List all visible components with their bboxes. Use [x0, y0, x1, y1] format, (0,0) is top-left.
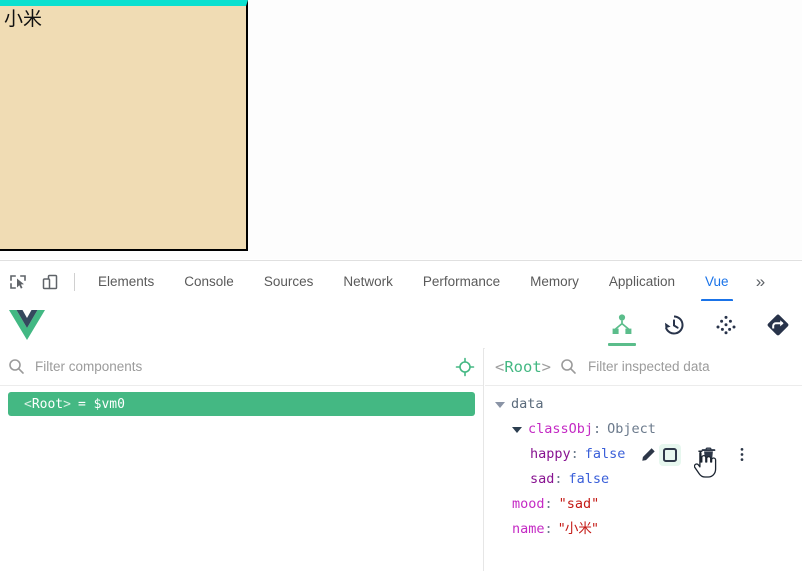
vue-logo [9, 308, 45, 341]
inspected-component-name: <Root> [495, 358, 551, 376]
component-name: Root [31, 396, 64, 412]
tab-network[interactable]: Network [328, 262, 408, 302]
tab-label: Memory [530, 274, 579, 289]
devtools-tabstrip: Elements Console Sources Network Perform… [0, 260, 802, 303]
delete-trash-icon[interactable] [697, 444, 719, 466]
crosshair-target-icon[interactable] [455, 357, 475, 377]
toolbar-divider [74, 272, 75, 291]
timeline-history-icon[interactable] [654, 302, 694, 347]
edit-pencil-icon[interactable] [637, 444, 659, 466]
data-value: Object [607, 421, 656, 437]
routing-diamond-icon[interactable] [758, 302, 798, 347]
row-actions [637, 443, 753, 466]
data-row-happy[interactable]: happy: false [485, 442, 802, 467]
components-tab-icon[interactable] [602, 302, 642, 347]
tab-console[interactable]: Console [169, 262, 249, 302]
styled-content-box: 小米 [0, 0, 248, 251]
key-separator: : [593, 421, 602, 437]
tab-memory[interactable]: Memory [515, 262, 594, 302]
inspect-element-icon[interactable] [4, 268, 32, 296]
bracket-close: > [63, 396, 71, 412]
data-key: name [512, 521, 545, 537]
inspector-pane: <Root> data classObj: Object [485, 348, 802, 571]
tab-label: Sources [263, 274, 314, 289]
tab-label: Application [608, 274, 675, 289]
more-tabs-icon[interactable]: » [755, 271, 766, 291]
inspector-search-input[interactable] [586, 358, 794, 375]
bracket-open: < [24, 396, 32, 412]
data-value: false [568, 471, 610, 487]
vue-devtools-header [0, 301, 802, 349]
key-separator: : [554, 471, 563, 487]
section-label: data [511, 396, 544, 412]
more-vertical-icon[interactable] [731, 444, 753, 466]
tab-label: Vue [704, 274, 729, 289]
tab-sources[interactable]: Sources [249, 262, 329, 302]
tab-label: Performance [422, 274, 501, 289]
search-icon [560, 358, 577, 375]
bracket-close: > [541, 357, 552, 376]
tab-label: Network [343, 274, 393, 289]
key-separator: : [570, 446, 579, 462]
key-separator: : [544, 521, 553, 537]
components-pane: <Root> = $vm0 [0, 348, 484, 571]
tab-performance[interactable]: Performance [408, 262, 515, 302]
data-value: "小米" [558, 521, 599, 537]
inspected-data-tree: data classObj: Object happy: false [485, 386, 802, 542]
tab-vue[interactable]: Vue [690, 262, 744, 302]
tab-elements[interactable]: Elements [83, 262, 169, 302]
box-text: 小米 [4, 8, 43, 30]
data-row-sad[interactable]: sad: false [485, 467, 802, 492]
component-name-text: Root [504, 357, 542, 376]
data-section-header[interactable]: data [485, 392, 802, 417]
data-row-mood[interactable]: mood: "sad" [485, 492, 802, 517]
tab-label: Elements [98, 274, 155, 289]
inspector-header: <Root> [485, 348, 802, 386]
data-value: false [584, 446, 626, 462]
devtools-tabs: Elements Console Sources Network Perform… [83, 262, 802, 302]
vue-action-icons [602, 301, 798, 348]
view-value-square-icon[interactable] [659, 443, 682, 466]
tab-label: Console [184, 274, 234, 289]
vuex-dots-icon[interactable] [706, 302, 746, 347]
components-filter-bar [0, 348, 483, 386]
component-instance-alias: = $vm0 [77, 396, 125, 412]
data-key: sad [530, 471, 555, 487]
chevron-down-icon[interactable] [512, 426, 522, 433]
chevron-down-icon[interactable] [495, 401, 505, 408]
component-tree-item-root[interactable]: <Root> = $vm0 [8, 392, 475, 416]
devtools-toolbar-icons [0, 268, 83, 296]
data-key: classObj [528, 421, 594, 437]
bracket-open: < [495, 357, 505, 376]
device-toolbar-icon[interactable] [36, 268, 64, 296]
component-tree: <Root> = $vm0 [0, 386, 483, 416]
data-key: happy [530, 446, 571, 462]
data-row-name[interactable]: name: "小米" [485, 517, 802, 542]
data-key: mood [512, 496, 545, 512]
data-value: "sad" [558, 496, 600, 512]
data-row-classobj[interactable]: classObj: Object [485, 417, 802, 442]
search-icon [8, 358, 25, 375]
components-search-input[interactable] [33, 358, 447, 375]
tab-application[interactable]: Application [594, 262, 690, 302]
key-separator: : [544, 496, 553, 512]
page-viewport: 小米 [0, 0, 802, 259]
